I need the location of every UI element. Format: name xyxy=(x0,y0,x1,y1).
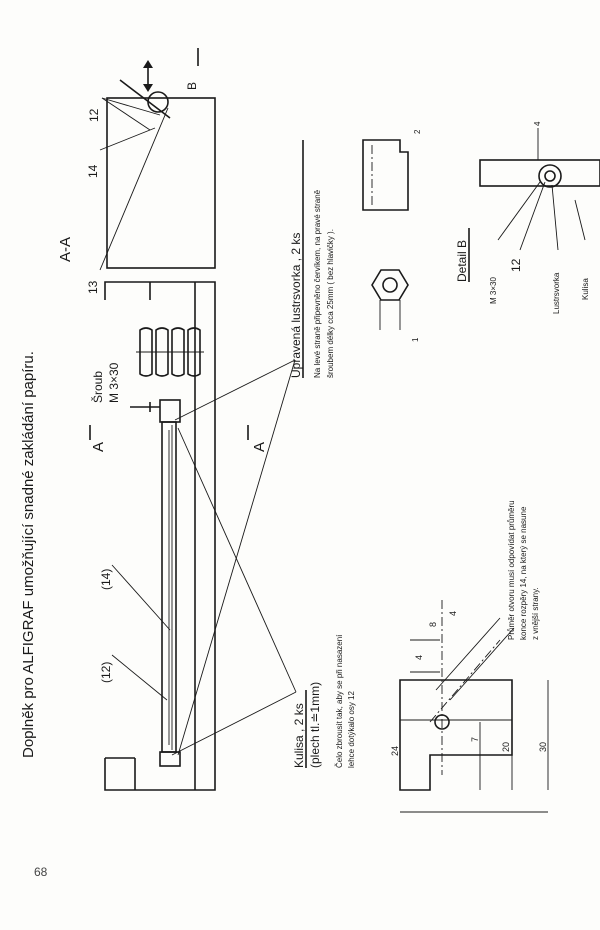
lustrsvorka-blocks xyxy=(139,327,201,377)
detail-b-m3: M 3×30 xyxy=(489,277,498,304)
dim-4-slot: 4 xyxy=(448,611,458,616)
kulisa-axis-slot xyxy=(429,639,501,723)
lustrsvorka-spec: Upravená lustrsvorka , 2 ks Na levé stra… xyxy=(289,129,422,378)
detail-b-leader-m3 xyxy=(497,181,541,241)
page-number: 68 xyxy=(34,865,48,879)
section-a-label-1: A xyxy=(90,442,107,452)
lustrsvorka-note-2: šroubem délky cca 25mm ( bez hlavičky ). xyxy=(326,229,335,378)
detail-b-lustrsvorka: Lustrsvorka xyxy=(552,272,561,314)
detail-b-leader-lustr xyxy=(551,184,559,251)
kulisa-material: (plech tl.≐1mm) xyxy=(308,682,322,768)
detail-b-title: Detail B xyxy=(455,240,469,282)
rotated-sheet: Doplněk pro ALFIGRAF umožňující snadné z… xyxy=(20,48,600,813)
leader-kulisa-1 xyxy=(171,691,297,756)
dim-2: 2 xyxy=(413,129,422,134)
leader-kulisa-2 xyxy=(177,427,297,693)
leader-lustr-2 xyxy=(177,359,296,756)
main-assembly: A A (12) (14) Šroub M 3×30 xyxy=(89,281,297,791)
hole-note-2: konce rozpěry 14, na který se nasune xyxy=(519,506,528,640)
section-aa-title: A-A xyxy=(57,237,74,262)
section-aa-box xyxy=(106,97,216,269)
lustrsvorka-hole xyxy=(382,277,398,293)
label-14-aa: 14 xyxy=(86,164,100,178)
label-12-aa: 12 xyxy=(87,108,101,122)
dim-30: 30 xyxy=(538,742,548,752)
frame-outline xyxy=(104,281,216,791)
leader-14-aa xyxy=(99,127,156,151)
motion-arrow-head-down xyxy=(143,84,153,92)
kulisa-note-2: lehce dotýkalo osy 12 xyxy=(347,691,356,768)
kulisa-spec: Kulisa , 2 ks (plech tl.≐1mm) Čelo zbrou… xyxy=(292,500,549,813)
detail-b-kulisa: Kulisa xyxy=(581,278,590,300)
rail-end-right xyxy=(159,399,181,423)
dim-4-detail: 4 xyxy=(533,121,542,126)
detail-b-view: Detail B 4 M 3×30 12 Lustrsvorka Kulisa xyxy=(455,121,600,314)
hole-note-1: Průměr otvoru musí odpovídat průměru xyxy=(507,500,516,640)
label-b: B xyxy=(185,82,199,90)
dim-4: 4 xyxy=(414,655,424,660)
leader-12 xyxy=(111,654,168,701)
drawing-title: Doplněk pro ALFIGRAF umožňující snadné z… xyxy=(20,351,37,758)
hole-note-3: z vnější strany. xyxy=(531,587,540,640)
detail-b-leader-kulisa xyxy=(574,199,586,241)
leader-12-aa xyxy=(101,97,161,116)
label-12-paren: (12) xyxy=(99,662,113,683)
dim-7: 7 xyxy=(470,737,480,742)
leader-lustr-1 xyxy=(174,359,296,421)
rail-end-left xyxy=(159,751,181,767)
leader-14 xyxy=(111,564,171,631)
lustrsvorka-note-1: Na levé straně připevněno červíkem, na p… xyxy=(313,189,322,378)
lustrsvorka-heading: Upravená lustrsvorka , 2 ks xyxy=(289,233,303,378)
section-a-label-2: A xyxy=(251,442,268,452)
kulisa-shape xyxy=(399,679,513,791)
kulisa-note-1: Čelo zbrousit tak, aby se při nasazení xyxy=(335,634,344,768)
kulisa-slot xyxy=(435,617,515,701)
leader-12-aa-2 xyxy=(101,97,151,131)
dim-24: 24 xyxy=(390,746,400,756)
detail-b-eye xyxy=(538,164,562,188)
detail-b-12: 12 xyxy=(509,258,523,272)
detail-b-rod xyxy=(479,159,600,187)
detail-b-leader-12 xyxy=(519,181,546,251)
section-lever xyxy=(119,79,171,119)
motion-arrow-head-up xyxy=(143,60,153,68)
dim-1: 1 xyxy=(411,337,420,342)
screw-size: M 3×30 xyxy=(107,362,121,403)
dim-20: 20 xyxy=(501,742,511,752)
section-aa-view: 12 14 13 B A-A xyxy=(57,48,216,294)
lustrsvorka-end-view xyxy=(371,269,409,301)
lustrsvorka-side-view xyxy=(362,139,409,211)
dim-8: 8 xyxy=(428,622,438,627)
detail-b-pin xyxy=(544,170,556,182)
label-14-paren: (14) xyxy=(99,569,113,590)
leader-13-aa xyxy=(99,107,169,271)
screw-title: Šroub xyxy=(90,371,105,403)
label-13-aa: 13 xyxy=(86,280,100,294)
kulisa-heading: Kulisa , 2 ks xyxy=(292,703,306,768)
